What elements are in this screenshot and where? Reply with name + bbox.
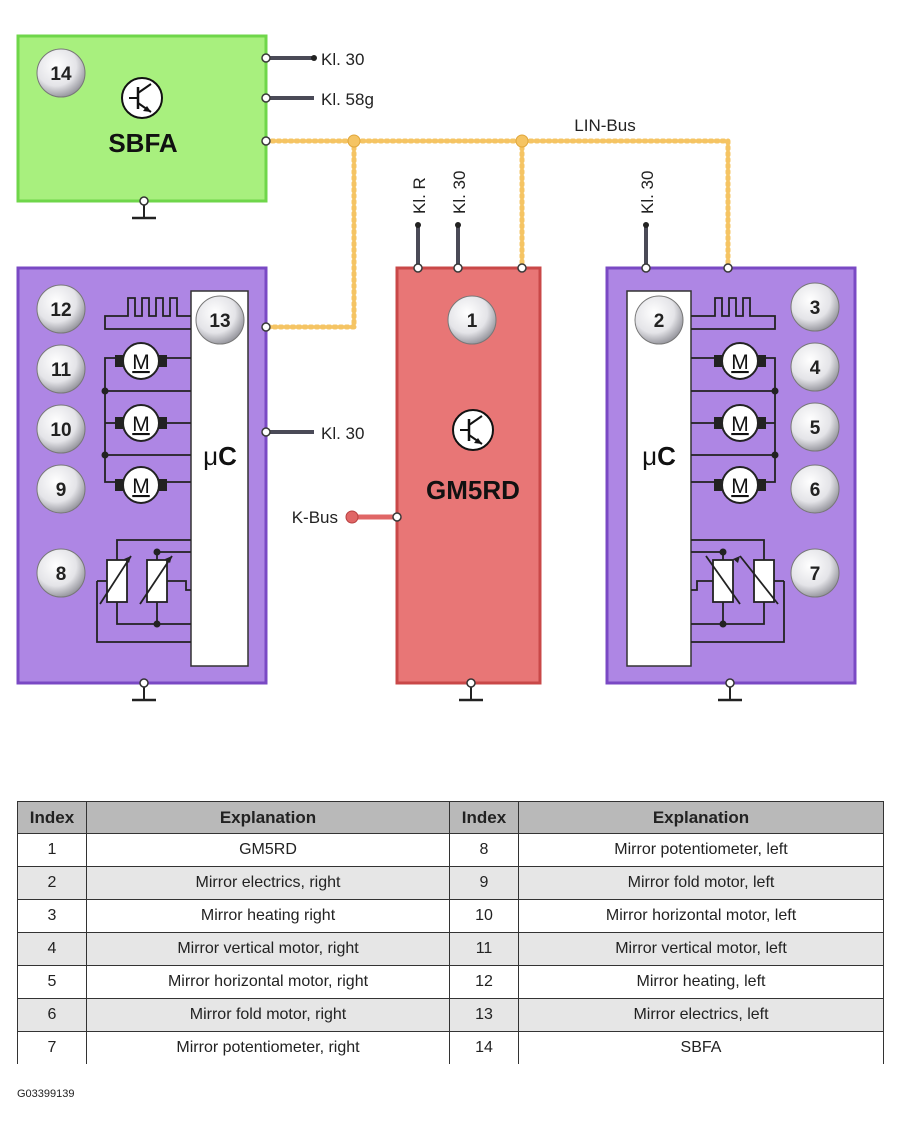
table-cell: Mirror fold motor, left [518,866,884,900]
badge-4-label: 4 [810,358,821,379]
table-cell: 14 [449,1031,519,1064]
table-cell: Mirror horizontal motor, right [86,965,450,999]
gm5rd-module: 1 GM5RD [395,266,542,685]
gm5rd-pin-kl30: Kl. 30 [450,171,469,214]
table-cell: 10 [449,899,519,933]
left-mc-label: μC [203,441,237,471]
table-header-row: Index Explanation Index Explanation [17,801,884,834]
badge-14-label: 14 [50,64,72,85]
table-cell: Mirror fold motor, right [86,998,450,1032]
potentiometer-icon [96,539,191,643]
badge-8 [36,548,86,598]
left-mirror-kl30: Kl. 30 [321,424,364,443]
table-cell: 12 [449,965,519,999]
table-cell: 8 [449,833,519,867]
table-cell: 3 [17,899,87,933]
badge-9-label: 9 [56,480,67,501]
badge-7-label: 7 [810,564,821,585]
table-cell: 6 [17,998,87,1032]
sbfa-label: SBFA [108,128,178,158]
badge-10 [36,404,86,454]
table-cell: 4 [17,932,87,966]
sbfa-module: 14 SBFA [16,34,268,203]
table-cell: GM5RD [86,833,450,867]
badge-10-label: 10 [50,420,71,441]
potentiometer-icon [691,539,785,643]
badge-11 [36,344,86,394]
table-cell: SBFA [518,1031,884,1064]
table-cell: 1 [17,833,87,867]
table-cell: 13 [449,998,519,1032]
table-cell: Mirror electrics, left [518,998,884,1032]
badge-3-label: 3 [810,298,821,319]
gm5rd-pin-klr: Kl. R [410,177,429,214]
transistor-icon [120,76,164,120]
table-cell: 11 [449,932,519,966]
header-explanation-right: Explanation [518,801,884,834]
badge-12-label: 12 [50,300,71,321]
sbfa-pin-kl30: Kl. 30 [321,50,364,69]
transistor-icon [451,408,495,452]
lin-bus [261,134,731,330]
badge-14 [36,48,86,98]
table-cell: Mirror potentiometer, left [518,833,884,867]
right-mirror-kl30: Kl. 30 [638,171,657,214]
badge-13 [195,295,245,345]
table-cell: Mirror horizontal motor, left [518,899,884,933]
badge-12 [36,284,86,334]
lin-bus-label: LIN-Bus [574,116,635,135]
badge-1-label: 1 [467,311,478,332]
badge-3 [790,282,840,332]
badge-8-label: 8 [56,564,67,585]
table-cell: 9 [449,866,519,900]
table-cell: Mirror heating right [86,899,450,933]
badge-2 [634,295,684,345]
badge-2-label: 2 [654,311,665,332]
wiring-diagram: M 14 SBFA Kl. 30 Kl. 58g [16,34,857,702]
table-cell: 2 [17,866,87,900]
kbus-label: K-Bus [292,508,338,527]
table-cell: Mirror electrics, right [86,866,450,900]
badge-11-label: 11 [51,360,72,381]
header-explanation-left: Explanation [86,801,450,834]
badge-6 [790,464,840,514]
table-cell: Mirror vertical motor, left [518,932,884,966]
table-cell: 5 [17,965,87,999]
badge-9 [36,464,86,514]
badge-6-label: 6 [810,480,821,501]
sbfa-pin-kl58g: Kl. 58g [321,90,374,109]
right-mirror-module: μC [605,266,857,685]
left-mirror-module: μC [16,266,268,685]
table-cell: 7 [17,1031,87,1064]
table-cell: Mirror vertical motor, right [86,932,450,966]
right-mc-label: μC [642,441,676,471]
gm5rd-label: GM5RD [426,475,520,505]
badge-7 [790,548,840,598]
table-cell: Mirror heating, left [518,965,884,999]
badge-1 [447,295,497,345]
figure-id: G03399139 [17,1088,75,1100]
badge-13-label: 13 [209,311,230,332]
badge-5-label: 5 [810,418,821,439]
badge-5 [790,402,840,452]
badge-4 [790,342,840,392]
table-cell: Mirror potentiometer, right [86,1031,450,1064]
header-index-right: Index [449,801,519,834]
header-index-left: Index [17,801,87,834]
